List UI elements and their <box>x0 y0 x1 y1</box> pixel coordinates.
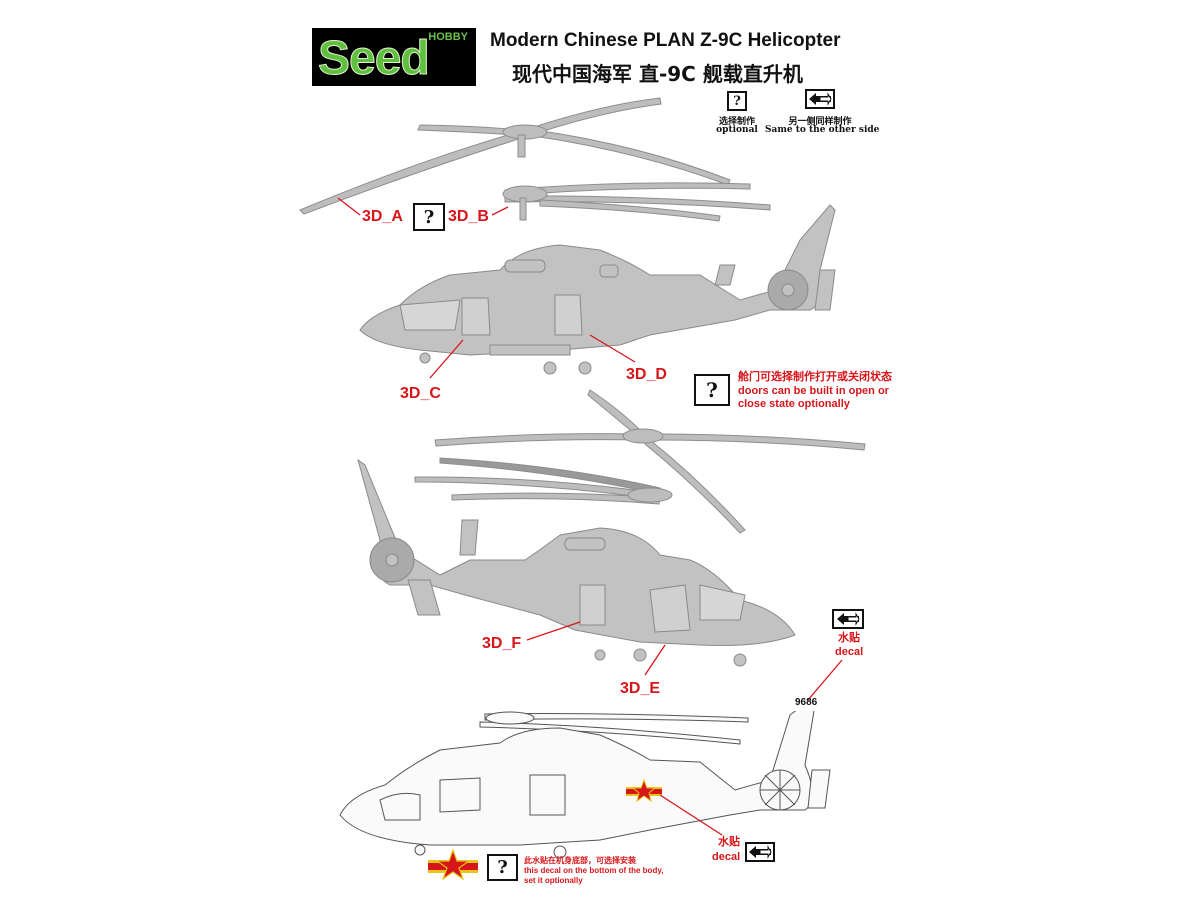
part-label-3d-d: 3D_D <box>626 366 667 383</box>
door-note-cn: 舱门可选择制作打开或关闭状态 <box>738 371 892 383</box>
seed-hobby-logo: Seed HOBBY <box>312 28 476 86</box>
roundel-decal-side <box>626 778 662 803</box>
same-side-en-label: Same to the other side <box>765 125 880 135</box>
double-arrow-icon <box>837 612 860 626</box>
leader-d <box>589 334 636 363</box>
part-label-3d-b: 3D_B <box>448 208 489 225</box>
bottom-optional-question-icon: ? <box>487 854 518 881</box>
title-english: Modern Chinese PLAN Z-9C Helicopter <box>490 30 841 51</box>
door-note-en-1: doors can be built in open or <box>738 385 889 397</box>
door-optional-question-icon: ? <box>694 374 730 406</box>
optional-cn-label: 选择制作 <box>718 117 755 127</box>
leader-f <box>526 621 581 641</box>
decal-side-cn: 水贴 <box>718 836 740 848</box>
leader-decal-side <box>659 794 723 836</box>
same-side-arrow-icon <box>745 842 775 862</box>
title-chinese: 现代中国海军 直-9C 舰载直升机 <box>512 62 803 86</box>
helicopter-decal-view <box>339 697 831 859</box>
leader-e <box>644 644 666 676</box>
decal-top-en: decal <box>835 646 864 658</box>
part-label-3d-e: 3D_E <box>620 680 661 697</box>
rotor-3d-a <box>299 97 731 215</box>
roundel-decal-bottom <box>428 848 478 881</box>
leader-a <box>337 197 361 216</box>
door-note-en-2: close state optionally <box>738 398 850 410</box>
rotor-assembly-left <box>414 389 866 534</box>
leader-b <box>491 206 509 216</box>
logo-sub: HOBBY <box>428 31 468 43</box>
optional-question-icon: ? <box>413 203 445 231</box>
double-arrow-icon <box>749 845 772 859</box>
bottom-note-cn: 此水贴在机身底部，可选择安装 <box>524 856 636 865</box>
part-label-3d-a: 3D_A <box>362 208 403 225</box>
leader-c <box>429 339 464 379</box>
part-label-3d-f: 3D_F <box>482 635 522 652</box>
bottom-note-en-2: set it optionally <box>524 876 583 885</box>
same-side-arrow-icon <box>805 89 835 109</box>
decal-top-cn: 水贴 <box>838 632 860 644</box>
bottom-note-en-1: this decal on the bottom of the body, <box>524 866 664 875</box>
logo-brand: Seed <box>318 32 431 86</box>
same-side-arrow-icon <box>832 609 864 629</box>
tail-number: 9686 <box>795 697 818 708</box>
rotor-3d-b <box>502 182 771 222</box>
part-label-3d-c: 3D_C <box>400 385 441 402</box>
decal-side-en: decal <box>712 851 741 863</box>
leader-decal-top <box>807 659 843 701</box>
double-arrow-icon <box>809 92 832 106</box>
optional-question-icon: ? <box>727 91 747 111</box>
same-side-cn-label: 另一侧同样制作 <box>788 117 852 127</box>
helicopter-side-view-right <box>359 204 836 375</box>
optional-en-label: optional <box>716 125 758 135</box>
helicopter-side-view-left <box>357 458 796 667</box>
